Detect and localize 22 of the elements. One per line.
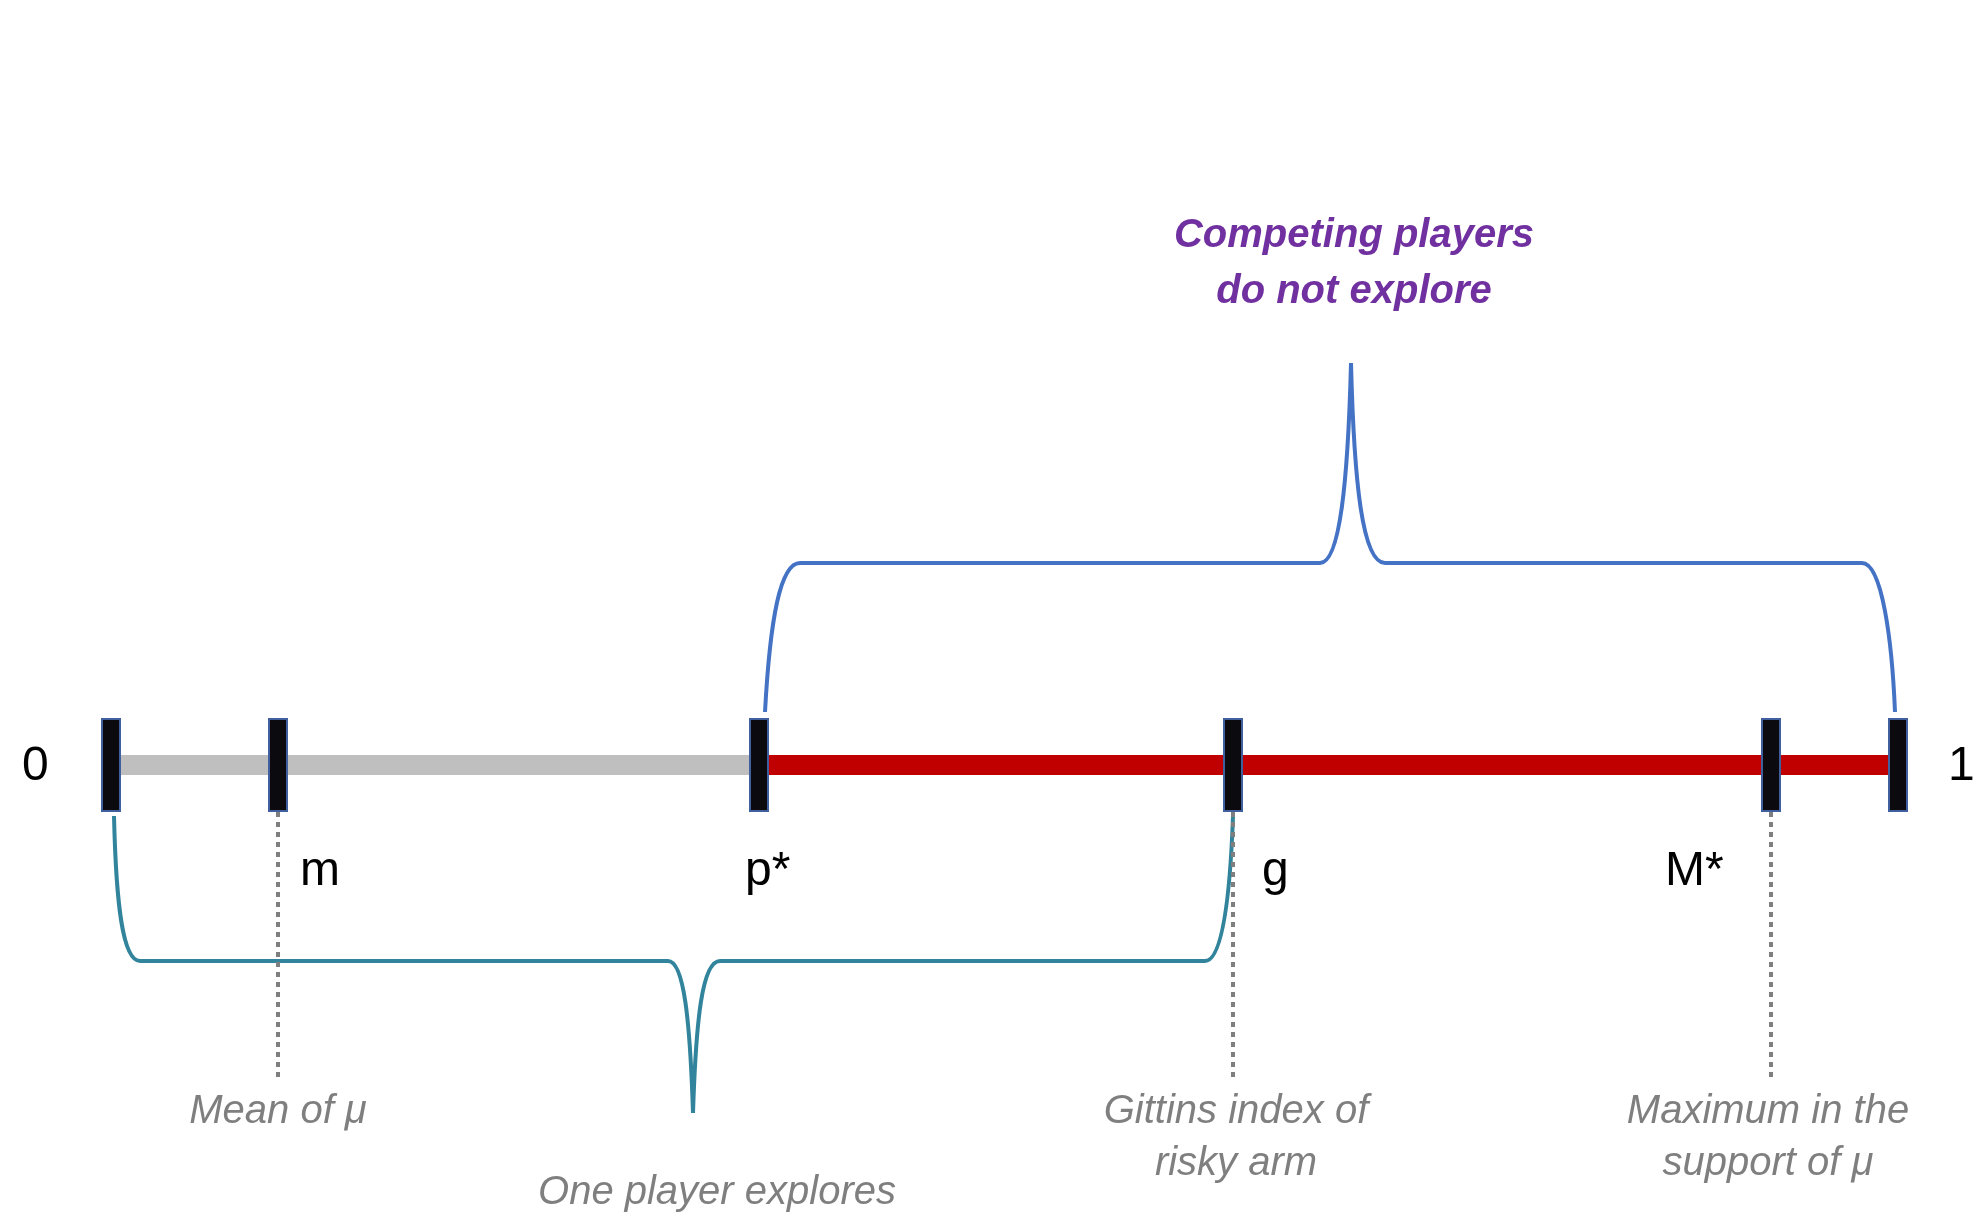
line-segment <box>121 755 749 775</box>
tick-mark <box>1888 718 1908 812</box>
tick-mark <box>268 718 288 812</box>
caption: Mean of μ <box>128 1083 428 1135</box>
axis-label: 0 <box>22 740 49 788</box>
point-label: g <box>1262 845 1289 893</box>
tick-mark <box>101 718 121 812</box>
brace-label: One player explores <box>538 1170 896 1210</box>
tick-mark <box>1223 718 1243 812</box>
line-segment <box>769 755 1888 775</box>
brace-label: Competing players do not explore <box>1172 210 1536 313</box>
point-label: M* <box>1665 845 1724 893</box>
leader-line <box>1231 812 1235 1077</box>
axis-label: 1 <box>1948 740 1975 788</box>
caption: Gittins index of risky arm <box>1076 1083 1396 1187</box>
leader-line <box>276 812 280 1077</box>
tick-mark <box>749 718 769 812</box>
point-label: m <box>300 845 340 893</box>
point-label: p* <box>745 845 791 893</box>
caption: Maximum in the support of μ <box>1598 1083 1938 1187</box>
leader-line <box>1769 812 1773 1077</box>
tick-mark <box>1761 718 1781 812</box>
